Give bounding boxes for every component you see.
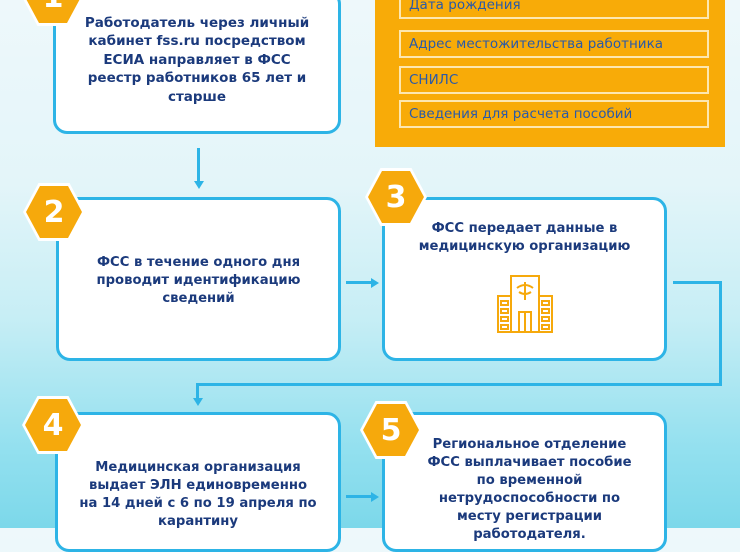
step-4-text: Медицинская организация выдает ЭЛН едино… <box>79 460 317 529</box>
connector-3-4 <box>673 281 722 284</box>
field-birth-date: Дата рождения <box>399 0 709 19</box>
arrow-head-icon <box>192 398 203 406</box>
arrow-head-icon <box>193 181 204 189</box>
arrow-head-icon <box>371 491 379 502</box>
step-5-box: Региональное отделение ФСС выплачивает п… <box>382 412 667 552</box>
step-5-badge: 5 <box>360 401 422 459</box>
field-snils: СНИЛС <box>399 66 709 94</box>
step-1-badge: 1 <box>22 0 84 26</box>
connector-3-4-horizontal <box>196 383 722 386</box>
arrow-4-5 <box>346 495 372 498</box>
step-4-box: Медицинская организация выдает ЭЛН едино… <box>55 412 341 552</box>
arrow-1-2 <box>197 148 200 182</box>
step-3-text: ФСС передает данные в медицинскую органи… <box>418 221 631 254</box>
step-2-text: ФСС в течение одного дня проводит иденти… <box>96 255 301 306</box>
connector-3-4-vertical <box>719 281 722 386</box>
step-2-badge: 2 <box>23 183 85 241</box>
step-1-text: Работодатель через личный кабинет fss.ru… <box>84 14 310 105</box>
connector-3-4-drop <box>196 383 199 399</box>
step-2-box: ФСС в течение одного дня проводит иденти… <box>56 197 341 361</box>
step-1-box: Работодатель через личный кабинет fss.ru… <box>53 0 341 134</box>
step-5-text: Региональное отделение ФСС выплачивает п… <box>427 437 632 542</box>
step-3-box: ФСС передает данные в медицинскую органи… <box>382 197 667 361</box>
field-address: Адрес местожительства работника <box>399 30 709 58</box>
arrow-2-3 <box>346 281 372 284</box>
arrow-head-icon <box>371 277 379 288</box>
step-3-badge: 3 <box>365 168 427 226</box>
registry-fields-panel: Дата рождения Адрес местожительства рабо… <box>375 0 725 147</box>
hospital-building-icon <box>496 275 553 333</box>
field-benefit-info: Сведения для расчета пособий <box>399 100 709 128</box>
